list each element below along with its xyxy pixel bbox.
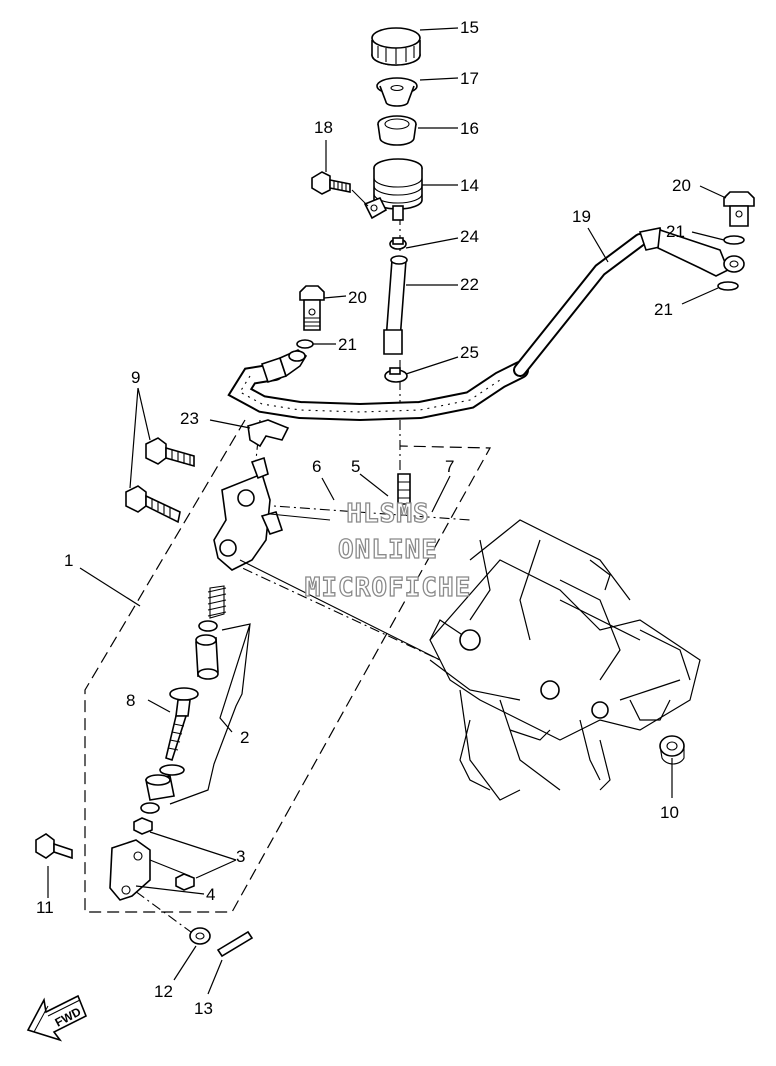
callout-4: 4: [206, 885, 215, 904]
frame-assembly: [429, 519, 701, 801]
callout-16: 16: [460, 119, 479, 138]
bolt-9-lower: [125, 485, 181, 524]
bolt-18: [311, 171, 369, 207]
nut-3-upper: [133, 817, 153, 835]
washer-21: [296, 339, 314, 349]
callout-15: 15: [460, 18, 479, 37]
plate-17: [376, 77, 418, 107]
callout-11: 11: [36, 898, 54, 917]
callout-25: 25: [460, 343, 479, 362]
reservoir-cap-15: [371, 27, 421, 66]
watermark-line-3: MICROFICHE: [305, 573, 472, 603]
union-bolt-20-right: [723, 191, 755, 227]
pushrod-8: [165, 687, 199, 762]
reservoir-14: [363, 158, 423, 221]
callout-10: 10: [660, 803, 679, 822]
callout-6: 6: [312, 457, 321, 476]
callout-22: 22: [460, 275, 479, 294]
callout-labels: 15 17 16 14 18 24 22 20 21 25 19 20 21 2…: [36, 18, 691, 1018]
callout-18: 18: [314, 118, 333, 137]
callout-13: 13: [194, 999, 213, 1018]
bolt-11: [35, 833, 73, 860]
callout-21-lower: 21: [654, 300, 673, 319]
callout-8: 8: [126, 691, 135, 710]
washer-12: [189, 927, 211, 945]
callout-21-upper: 21: [666, 222, 685, 241]
fwd-arrow-icon: FWD: [26, 994, 88, 1042]
bolt-9-upper: [145, 437, 195, 468]
union-bolt-20: [299, 285, 325, 331]
clamp-23: [247, 419, 290, 448]
watermark-line-2: ONLINE: [338, 535, 438, 565]
callout-23: 23: [180, 409, 199, 428]
callout-14: 14: [460, 176, 479, 195]
callout-19: 19: [572, 207, 591, 226]
callout-9: 9: [131, 368, 140, 387]
callout-2: 2: [240, 728, 249, 747]
piston-kit-2: [195, 620, 219, 680]
nut-3-lower: [175, 873, 195, 891]
callout-12: 12: [154, 982, 173, 1001]
callout-24: 24: [460, 227, 479, 246]
callout-21-left: 21: [338, 335, 357, 354]
assembly-outline: [84, 419, 492, 913]
leader-lines: [47, 27, 727, 995]
spring: [207, 585, 227, 619]
master-cylinder-body: [213, 456, 441, 661]
clevis-4: [109, 839, 151, 901]
callout-20-left: 20: [348, 288, 367, 307]
callout-17: 17: [460, 69, 479, 88]
boot: [145, 774, 175, 801]
hose-22: [383, 255, 408, 355]
callout-3: 3: [236, 847, 245, 866]
nut-upper: [140, 802, 160, 814]
diaphragm-16: [377, 115, 417, 146]
clip-25: [384, 367, 408, 383]
callout-5: 5: [351, 457, 360, 476]
callout-7: 7: [445, 457, 454, 476]
nut-10: [659, 735, 685, 765]
watermark: HLSMS ONLINE MICROFICHE: [304, 498, 472, 603]
brake-hose-19: [227, 227, 745, 422]
callout-1: 1: [64, 551, 73, 570]
hose-joint-5: [397, 473, 411, 505]
callout-20-right: 20: [672, 176, 691, 195]
clip-24: [389, 237, 407, 250]
watermark-line-1: HLSMS: [346, 499, 429, 529]
circlip: [159, 764, 185, 776]
washer-21-upper: [723, 235, 745, 245]
cotter-pin-13: [216, 930, 254, 958]
washer-21-lower: [717, 281, 739, 291]
